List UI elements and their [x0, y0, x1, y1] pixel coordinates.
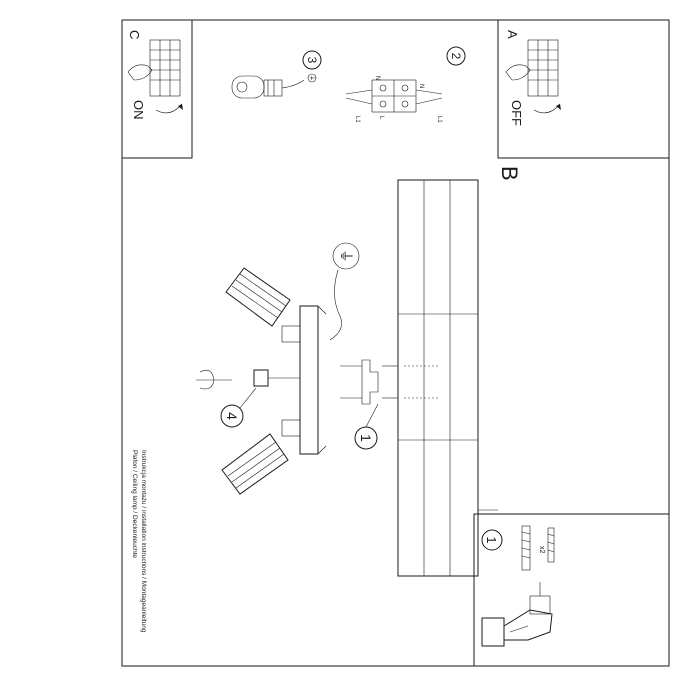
quantity-label: x2 [538, 546, 545, 554]
rotate-arrow-icon [199, 369, 215, 390]
panel-step1-frame [473, 513, 670, 667]
panel-c-letter: C [127, 30, 142, 39]
panel-a: A OFF [497, 19, 670, 159]
panel-a-frame [497, 19, 670, 159]
terminal-block-icon [345, 79, 443, 113]
wire-l1-right: L1 [436, 116, 442, 123]
title-line-2: Plafon / Ceiling lamp / Deckenleuchte [131, 450, 138, 558]
wire-n-left: N [374, 76, 380, 80]
panel-c: C ON [121, 19, 193, 159]
step-4-number: 4 [224, 412, 240, 420]
ceiling-surface [397, 179, 498, 577]
panel-step1-drill: 1 x2 [473, 513, 670, 667]
ground-mark-large [332, 242, 360, 270]
step-2-wiring: 2 N N L1 L L1 [345, 46, 466, 123]
lamp-base [299, 305, 327, 455]
wire-n-right: N [418, 84, 424, 88]
panel-a-caption: OFF [509, 100, 524, 126]
ground-symbol-large: ⏚ [338, 249, 354, 263]
panel-c-caption: ON [131, 100, 146, 120]
lamp-head-lower [221, 419, 301, 495]
ground-mark-small [307, 73, 317, 83]
mounting-bracket [340, 359, 440, 405]
step-3-number: 3 [305, 57, 319, 64]
step-2-number: 2 [449, 53, 463, 60]
ground-symbol-small: ⏚ [308, 75, 315, 81]
step-1-drill-badge [481, 529, 503, 551]
wire-l-mid: L [378, 116, 384, 120]
wire-l1-left: L1 [354, 116, 360, 123]
step-1-drill-number: 1 [484, 536, 499, 543]
step-3-ground: 3 ⏚ [231, 50, 322, 99]
panel-c-frame [121, 19, 193, 159]
ground-lug-icon [231, 75, 305, 99]
step-2-badge [446, 46, 466, 66]
panel-b-letter: B [497, 166, 522, 181]
panel-b: B 1 ⏚ [196, 166, 522, 577]
drill-icon [481, 582, 553, 647]
lamp-head-upper [225, 267, 301, 343]
title-line-1: Instrukcja montażu / installation instru… [140, 450, 147, 633]
fixing-screw [253, 369, 300, 387]
panel-a-letter: A [505, 30, 520, 39]
switch-off-icon [505, 39, 561, 114]
wall-plug-icon [521, 525, 555, 571]
step-4-badge [220, 404, 244, 428]
outer-frame [121, 19, 670, 667]
step-1-mount-number: 1 [358, 434, 374, 442]
switch-on-icon [127, 39, 183, 114]
step-3-badge [302, 50, 322, 70]
